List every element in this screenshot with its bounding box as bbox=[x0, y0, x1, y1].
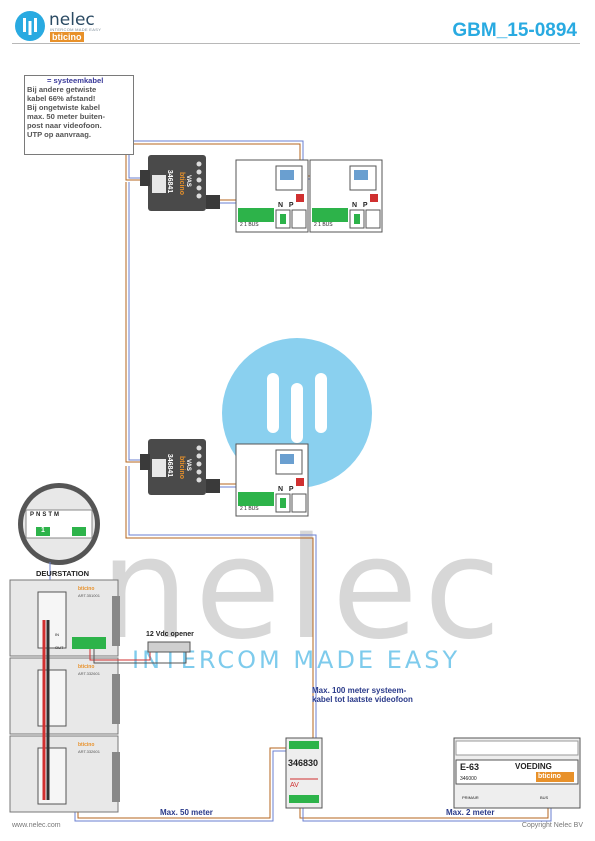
switch-detail-labels: PNSTM bbox=[30, 512, 62, 518]
watermark-word: nelec bbox=[100, 508, 507, 671]
header-divider bbox=[12, 43, 580, 44]
psu-brand: bticino bbox=[538, 773, 561, 780]
note-line: post naar videofoon. bbox=[27, 121, 102, 130]
door-module-2-brand: bticino bbox=[78, 664, 95, 670]
opener-label: 12 Vdc opener bbox=[146, 631, 194, 638]
door-station bbox=[9, 579, 120, 813]
max50-label: Max. 50 meter bbox=[160, 808, 213, 817]
door-module-3-brand: bticino bbox=[78, 742, 95, 748]
distributor-lower-brand: bticino bbox=[177, 456, 185, 479]
system-cable bbox=[74, 140, 552, 822]
psu-name: VOEDING bbox=[515, 762, 552, 771]
distributor-upper-code: 346841 bbox=[166, 169, 174, 194]
videophone-3-terminals: 2 1 BUS bbox=[240, 506, 259, 512]
distributor-lower bbox=[140, 439, 220, 495]
distributor-lower-code: 346841 bbox=[166, 453, 174, 478]
door-module-3-code: ART.332601 bbox=[78, 749, 100, 754]
note-line: Bij ongetwiste kabel bbox=[27, 103, 101, 112]
system-cable-note: = systeemkabel Bij andere getwiste kabel… bbox=[24, 75, 134, 155]
interface-av: AV bbox=[290, 782, 299, 789]
videophone-2 bbox=[309, 159, 383, 233]
door-module-1-code: ART.351001 bbox=[78, 593, 100, 598]
opener-wiring bbox=[89, 649, 187, 664]
max100-label: Max. 100 meter systeem- kabel tot laatst… bbox=[312, 686, 413, 704]
footer-website[interactable]: www.nelec.com bbox=[12, 822, 61, 829]
door-port-in: IN bbox=[55, 632, 59, 637]
videophone-1-terminals: 2 1 BUS bbox=[240, 222, 259, 228]
max2-label: Max. 2 meter bbox=[446, 808, 495, 817]
note-title: = systeemkabel bbox=[47, 76, 104, 85]
note-line: max. 50 meter buiten- bbox=[27, 112, 106, 121]
note-line: Bij andere getwiste bbox=[27, 85, 97, 94]
switch-detail-value: 1 bbox=[41, 527, 45, 534]
footer-copyright: Copyright Nelec BV bbox=[521, 822, 583, 829]
psu-bus: BUS bbox=[540, 795, 549, 800]
psu-model: E-63 bbox=[460, 762, 480, 772]
interface-module bbox=[285, 737, 323, 809]
nelec-logo bbox=[14, 10, 46, 42]
door-module-2-code: ART.332601 bbox=[78, 671, 100, 676]
door-port-out: OUT bbox=[55, 645, 64, 650]
distributor-upper-side: VAS bbox=[184, 175, 191, 187]
logo-tagline: INTERCOM MADE EASY bbox=[50, 27, 102, 32]
power-supply bbox=[453, 737, 581, 809]
door-module-1-brand: bticino bbox=[78, 586, 95, 592]
videophone-3 bbox=[235, 443, 309, 517]
psu-code: 346000 bbox=[460, 776, 477, 782]
switch-detail bbox=[18, 483, 100, 600]
videophone-1-np: N P bbox=[278, 202, 294, 209]
logo-partner: bticino bbox=[50, 32, 84, 42]
distributor-upper-brand: bticino bbox=[177, 172, 185, 195]
psu-primair: PRIMAIR bbox=[462, 795, 479, 800]
videophone-2-terminals: 2 1 BUS bbox=[314, 222, 333, 228]
note-line: UTP op aanvraag. bbox=[27, 130, 92, 139]
videophone-1 bbox=[235, 159, 309, 233]
interface-code: 346830 bbox=[288, 758, 319, 768]
door-station-title: DEURSTATION bbox=[36, 569, 90, 578]
logo-word: nelec bbox=[49, 10, 95, 30]
distributor-upper bbox=[140, 155, 220, 211]
videophone-2-np: N P bbox=[352, 202, 368, 209]
videophone-3-np: N P bbox=[278, 486, 294, 493]
distributor-lower-side: VAS bbox=[184, 459, 191, 471]
door-opener-device bbox=[147, 641, 191, 653]
document-code: GBM_15-0894 bbox=[452, 20, 577, 41]
note-line: kabel 66% afstand! bbox=[27, 94, 96, 103]
